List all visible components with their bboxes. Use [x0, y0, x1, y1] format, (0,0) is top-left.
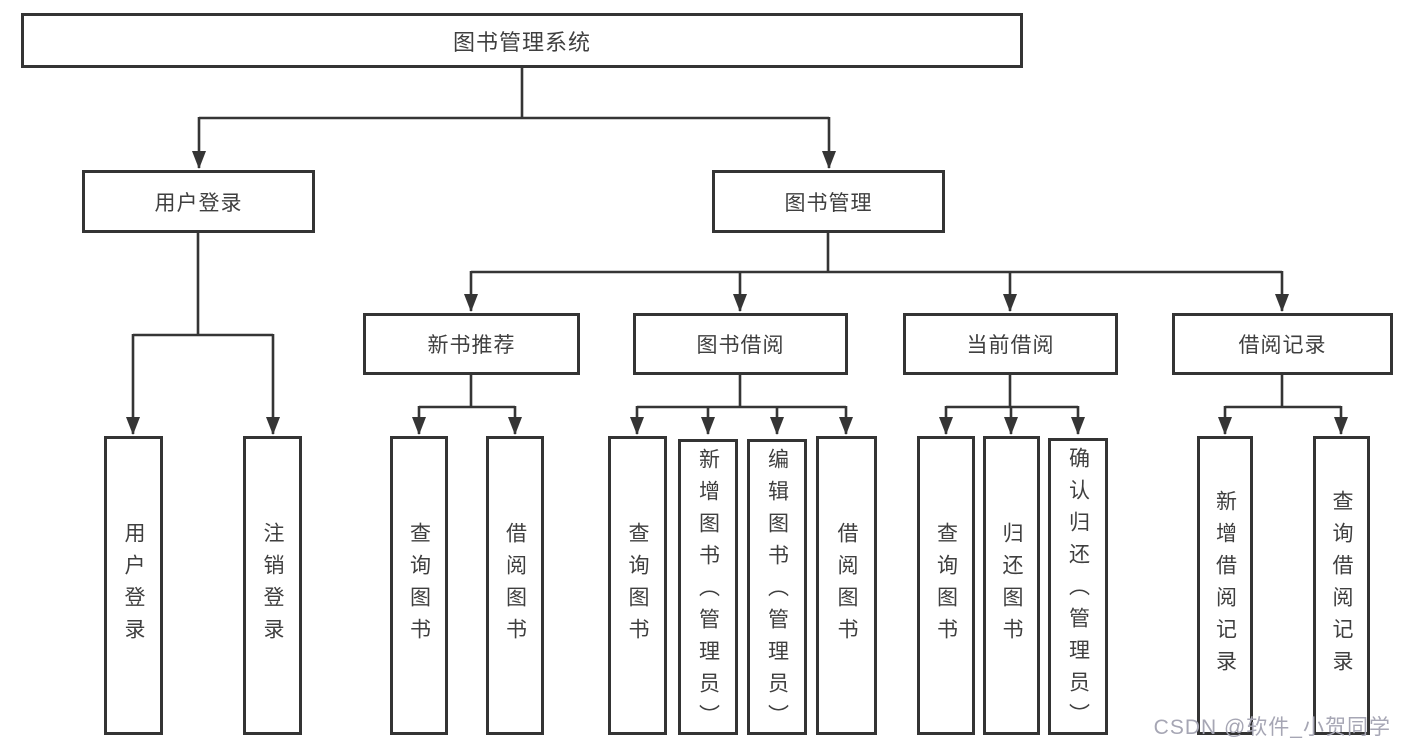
- leaf-return-book: 归还图书: [983, 436, 1040, 735]
- node-book-borrow: 图书借阅: [633, 313, 848, 375]
- node-library-management-system: 图书管理系统: [21, 13, 1023, 68]
- node-current-borrow: 当前借阅: [903, 313, 1118, 375]
- leaf-query-borrow-record: 查询借阅记录: [1313, 436, 1370, 735]
- node-new-book-recommend: 新书推荐: [363, 313, 580, 375]
- node-user-login: 用户登录: [82, 170, 315, 233]
- leaf-query-book-recommend: 查询图书: [390, 436, 448, 735]
- leaf-confirm-return-admin: 确认归还（管理员）: [1048, 438, 1108, 735]
- leaf-borrow-book-recommend: 借阅图书: [486, 436, 544, 735]
- leaf-query-book-borrow: 查询图书: [608, 436, 667, 735]
- leaf-add-borrow-record: 新增借阅记录: [1197, 436, 1253, 735]
- csdn-watermark: CSDN @软件_小贺同学: [1153, 716, 1391, 739]
- leaf-borrow-book: 借阅图书: [816, 436, 877, 735]
- node-borrow-records: 借阅记录: [1172, 313, 1393, 375]
- leaf-logout: 注销登录: [243, 436, 302, 735]
- leaf-query-book-current: 查询图书: [917, 436, 975, 735]
- node-book-management: 图书管理: [712, 170, 945, 233]
- leaf-user-login: 用户登录: [104, 436, 163, 735]
- leaf-add-book-admin: 新增图书（管理员）: [678, 439, 738, 736]
- leaf-edit-book-admin: 编辑图书（管理员）: [747, 439, 807, 736]
